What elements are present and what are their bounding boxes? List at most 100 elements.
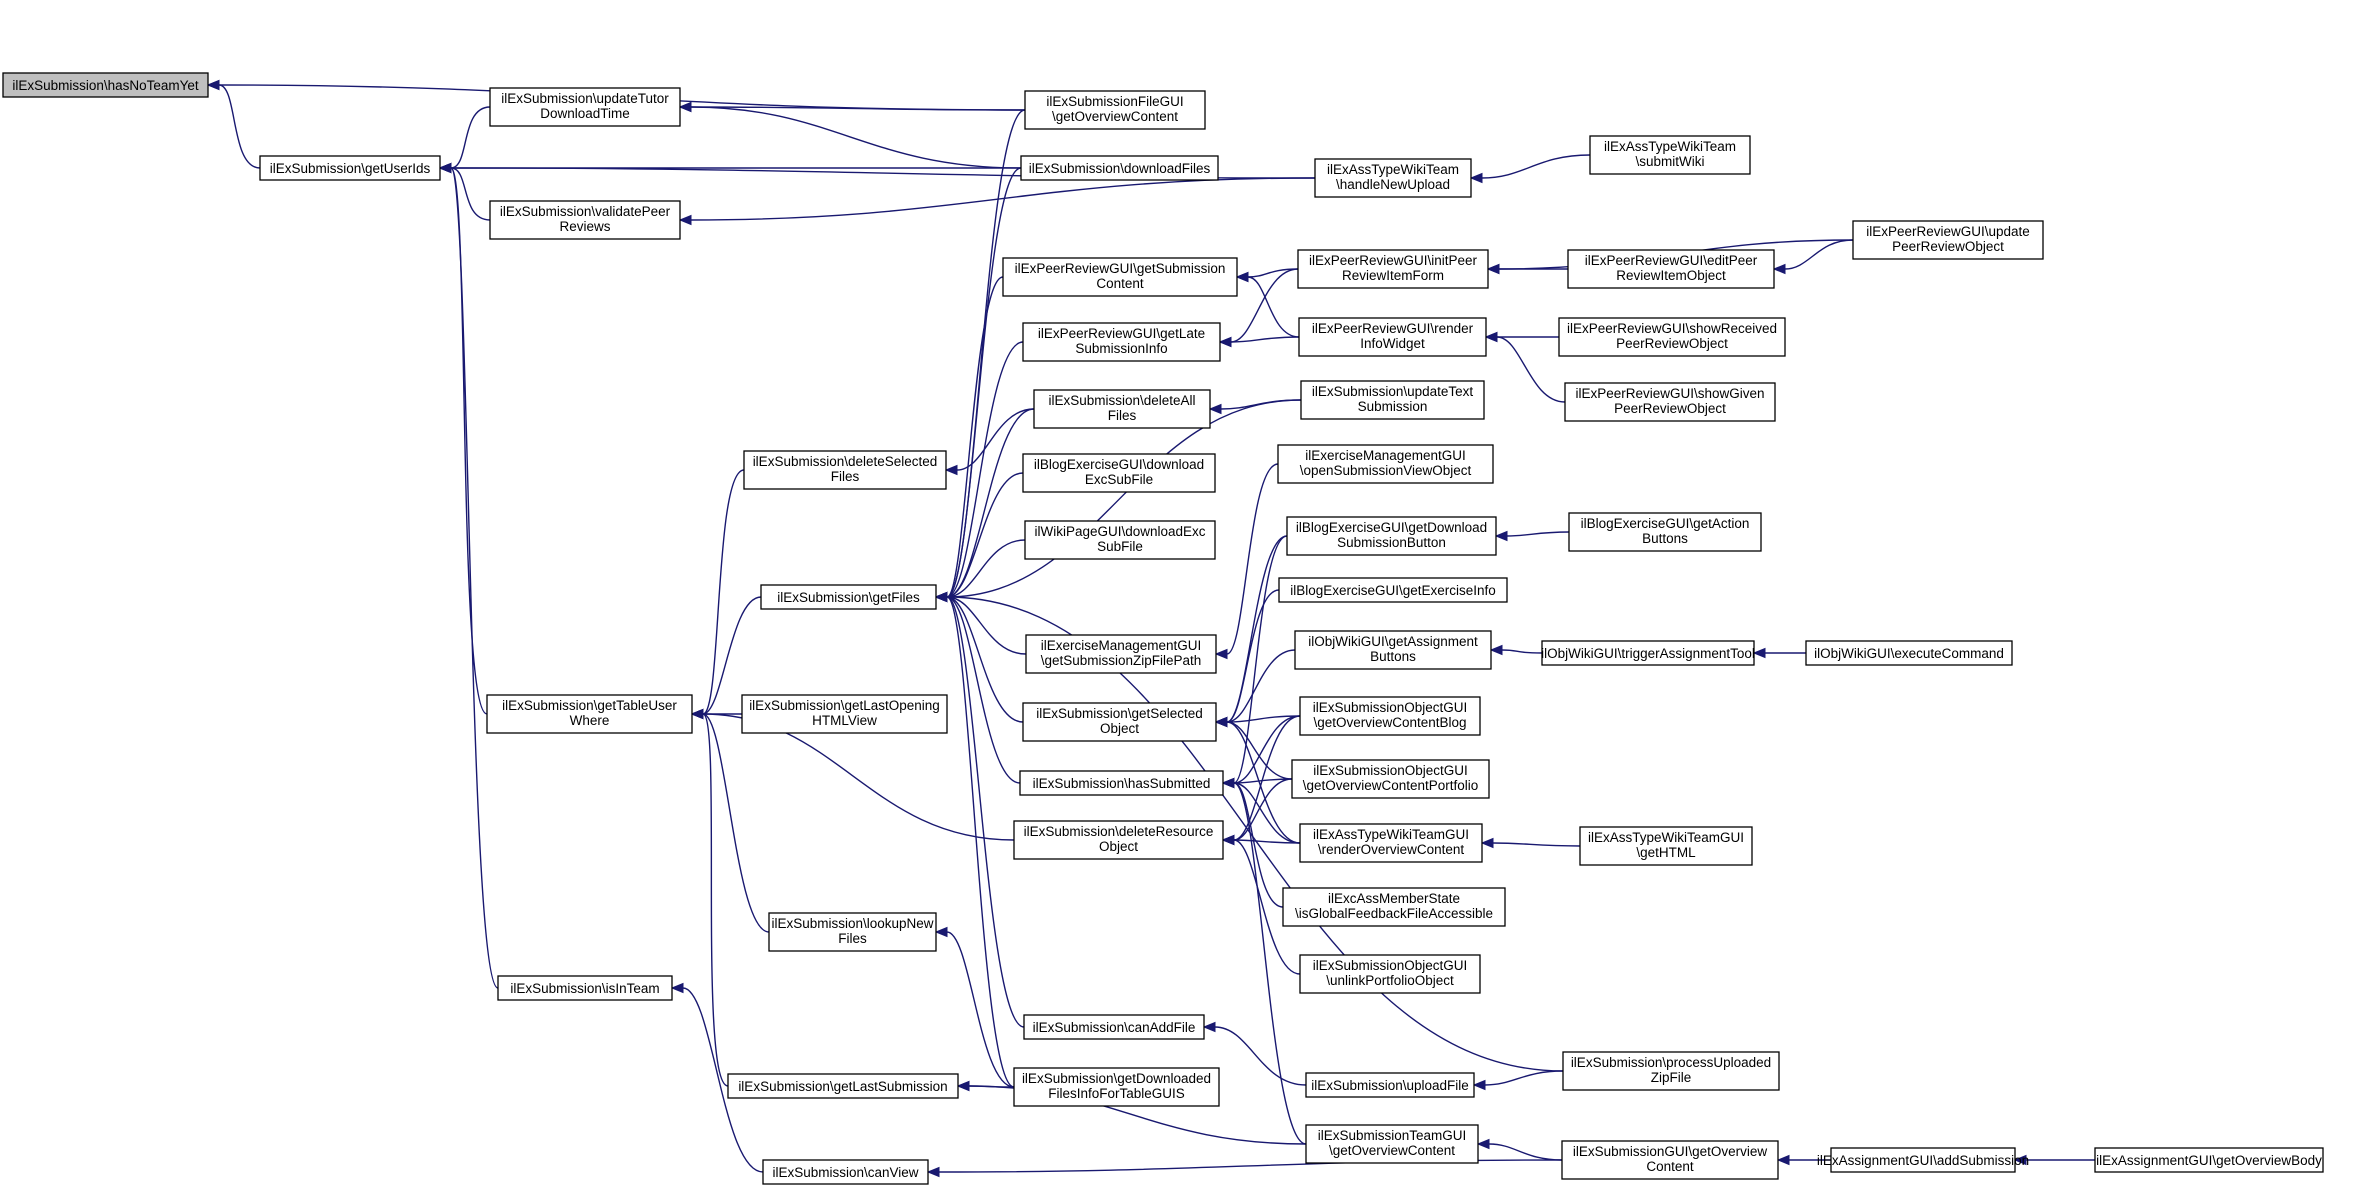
function-node[interactable]: ilExAssignmentGUI\getOverviewBody — [2094, 1147, 2324, 1173]
function-node[interactable]: ilExPeerReviewGUI\showReceivedPeerReview… — [1558, 317, 1786, 357]
function-node[interactable]: ilExSubmission\hasNoTeamYet — [2, 72, 209, 98]
edge-line — [702, 469, 745, 715]
function-node[interactable]: ilExSubmission\getUserIds — [259, 155, 441, 181]
function-node[interactable]: ilExSubmission\downloadFiles — [1020, 155, 1219, 181]
node-box — [1297, 249, 1489, 289]
function-node[interactable]: ilExPeerReviewGUI\showGivenPeerReviewObj… — [1564, 382, 1776, 422]
function-node[interactable]: ilExPeerReviewGUI\editPeerReviewItemObje… — [1567, 249, 1775, 289]
edge-arrowhead — [206, 79, 220, 91]
node-label-line: \getHTML — [1636, 845, 1696, 860]
node-label-line: ilExcAssMemberState — [1328, 891, 1460, 906]
node-label-line: Files — [831, 469, 860, 484]
function-node[interactable]: ilObjWikiGUI\executeCommand — [1805, 640, 2013, 666]
node-label-line: ilExSubmission\hasNoTeamYet — [12, 78, 199, 93]
edge-line — [1784, 239, 1854, 270]
function-node[interactable]: ilExAssTypeWikiTeam\handleNewUpload — [1314, 158, 1472, 198]
edge-n21-to-n7 — [934, 591, 1021, 784]
function-node[interactable]: ilExAssTypeWikiTeamGUI\renderOverviewCon… — [1299, 823, 1483, 863]
function-node[interactable]: ilExerciseManagementGUI\openSubmissionVi… — [1277, 444, 1494, 484]
node-label-line: ilExAssTypeWikiTeam — [1327, 162, 1459, 177]
function-node[interactable]: ilExSubmissionObjectGUI\unlinkPortfolioO… — [1299, 954, 1481, 994]
nodes-layer: ilExSubmission\hasNoTeamYet ilExSubmissio… — [2, 72, 2324, 1185]
edge-n3-to-n1 — [438, 162, 491, 221]
function-node[interactable]: ilExSubmission\uploadFile — [1305, 1072, 1475, 1098]
edge-line — [946, 399, 1302, 598]
function-node[interactable]: ilExSubmission\canView — [762, 1159, 929, 1185]
node-label-line: ilExPeerReviewGUI\initPeer — [1309, 253, 1478, 268]
node-label-line: ilBlogExerciseGUI\download — [1034, 457, 1204, 472]
node-label-line: Object — [1100, 721, 1139, 736]
edge-line — [690, 106, 1022, 169]
node-box — [1022, 453, 1216, 493]
edge-n16-to-n6 — [944, 408, 1035, 476]
function-node[interactable]: ilExAssTypeWikiTeamGUI\getHTML — [1579, 826, 1753, 866]
function-node[interactable]: ilExSubmission\getDownloadedFilesInfoFor… — [1013, 1067, 1220, 1107]
edge-line — [1233, 782, 1284, 908]
edge-line — [450, 167, 488, 715]
edge-n52-to-n51 — [2013, 1154, 2095, 1166]
edge-line — [1496, 336, 1566, 403]
function-node[interactable]: ilExSubmission\isInTeam — [497, 975, 673, 1001]
edge-arrowhead — [690, 708, 704, 720]
function-node[interactable]: ilExSubmissionTeamGUI\getOverviewContent — [1305, 1124, 1479, 1164]
edge-line — [946, 408, 1035, 598]
function-node[interactable]: ilBlogExerciseGUI\getExerciseInfo — [1278, 577, 1508, 603]
edge-line — [946, 596, 1015, 1088]
node-label-line: ilExSubmissionObjectGUI — [1313, 700, 1468, 715]
edge-line — [1230, 336, 1300, 343]
edge-arrowhead — [1772, 263, 1786, 275]
edge-n2-to-n1 — [438, 106, 491, 174]
node-label-line: ilExPeerReviewGUI\render — [1312, 321, 1474, 336]
function-node[interactable]: ilExSubmissionFileGUI\getOverviewContent — [1024, 90, 1206, 130]
node-label-line: Reviews — [559, 219, 610, 234]
function-node[interactable]: ilExSubmissionObjectGUI\getOverviewConte… — [1299, 696, 1481, 736]
function-node[interactable]: ilExSubmission\getFiles — [760, 584, 937, 610]
node-box — [1805, 640, 2013, 666]
edge-arrowhead — [678, 101, 692, 113]
function-node[interactable]: ilExSubmissionGUI\getOverviewContent — [1561, 1140, 1779, 1180]
function-node[interactable]: ilExAssTypeWikiTeam\submitWiki — [1589, 135, 1751, 175]
function-node[interactable]: ilExSubmissionObjectGUI\getOverviewConte… — [1291, 759, 1490, 799]
node-label-line: ilExSubmissionFileGUI — [1046, 94, 1183, 109]
function-node[interactable]: ilExSubmission\canAddFile — [1023, 1014, 1205, 1040]
node-box — [741, 694, 948, 734]
node-label-line: \getOverviewContent — [1329, 1143, 1455, 1158]
function-node[interactable]: ilBlogExerciseGUI\getDownloadSubmissionB… — [1286, 516, 1497, 556]
edge-n39-to-n21 — [1221, 777, 1307, 1145]
function-node[interactable]: ilExAssignmentGUI\addSubmission — [1817, 1147, 2029, 1173]
function-node[interactable]: ilExSubmission\getLastSubmission — [727, 1073, 959, 1099]
node-label-line: ilWikiPageGUI\downloadExc — [1034, 524, 1205, 539]
node-box — [1286, 516, 1497, 556]
node-label-line: \isGlobalFeedbackFileAccessible — [1295, 906, 1493, 921]
function-node[interactable]: ilExSubmission\hasSubmitted — [1019, 770, 1224, 796]
edge-arrowhead — [1776, 1154, 1790, 1166]
edge-line — [946, 596, 1025, 1028]
node-label-line: ilExSubmission\uploadFile — [1311, 1078, 1469, 1093]
node-label-line: ilBlogExerciseGUI\getDownload — [1296, 520, 1487, 535]
function-node[interactable]: ilExerciseManagementGUI\getSubmissionZip… — [1025, 634, 1217, 674]
function-node[interactable]: ilExcAssMemberState\isGlobalFeedbackFile… — [1282, 887, 1506, 927]
function-node[interactable]: ilObjWikiGUI\triggerAssignmentTool — [1541, 640, 1755, 666]
node-label-line: ilExSubmission\getTableUser — [502, 698, 677, 713]
node-label-line: PeerReviewObject — [1892, 239, 2004, 254]
